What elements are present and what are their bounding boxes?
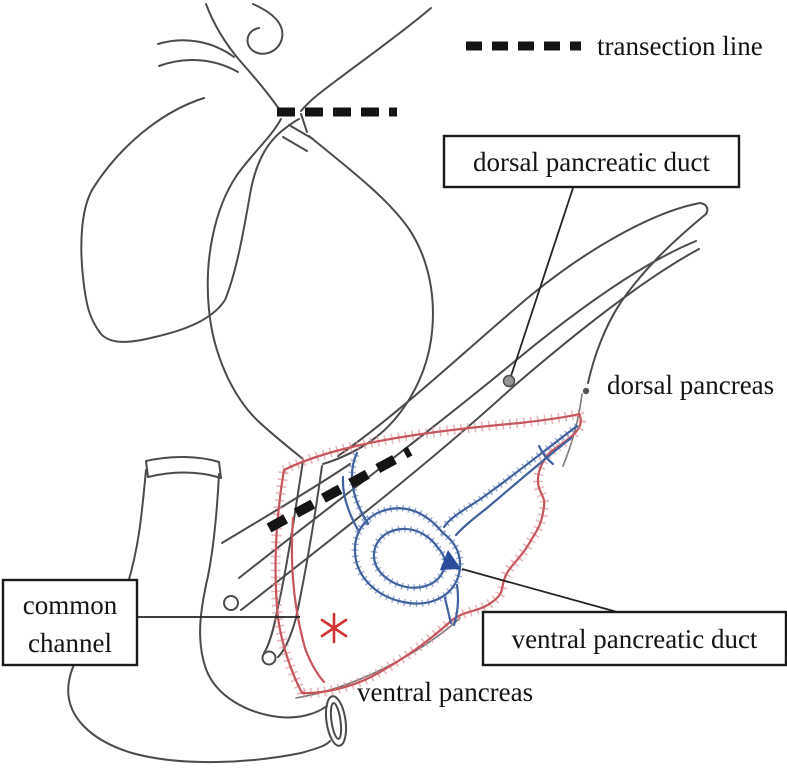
- major-papilla-circle: [261, 650, 277, 666]
- dorsal-duct-label: dorsal pancreatic duct: [473, 147, 710, 177]
- transection-lines: [266, 107, 413, 533]
- dorsal-duct-label-box: [442, 134, 741, 189]
- transection-line-lower: [266, 446, 413, 533]
- dorsal-pancreas-lower-edge: [587, 213, 707, 384]
- hepatic-junction-left: [240, 61, 280, 110]
- ventral-duct-label: ventral pancreatic duct: [512, 624, 758, 654]
- cystic-duct-line-1: [288, 124, 314, 140]
- common-channel-label-line2: channel: [28, 628, 112, 658]
- dorsal-edge-behind-ventral: [562, 393, 583, 467]
- ventral-outline-left: [274, 468, 304, 695]
- dorsal-pancreas-edge-dot: [582, 387, 590, 395]
- dorsal-pancreas-label: dorsal pancreas: [607, 370, 774, 400]
- duodenum-outer-wall: [67, 469, 331, 764]
- dorsal-pancreas-tip: [699, 202, 709, 215]
- leader-ventral-duct: [461, 568, 629, 616]
- dorsal-duct-upper-wall: [238, 240, 697, 579]
- ventral-duct-drawing: [341, 423, 580, 627]
- dorsal-duct-marker-dot: [502, 374, 516, 388]
- bile-duct-neck-right: [300, 113, 308, 133]
- ventral-duct-ring-inner: [372, 527, 446, 589]
- bile-duct-cyst-left: [206, 118, 304, 460]
- asterisk-stroke-3: [320, 618, 348, 638]
- asterisk-marker: [320, 612, 348, 644]
- ventral-pancreas-label: ventral pancreas: [357, 677, 533, 707]
- common-channel-label-line1: common: [23, 590, 118, 620]
- leader-lines: [137, 187, 629, 618]
- ventral-duct-arrowhead: [440, 550, 461, 570]
- ventral-duct-branch-left-2: [341, 475, 360, 532]
- common-channel-label-box: [1, 578, 139, 667]
- ventral-duct-branch-left-1: [350, 451, 370, 526]
- dorsal-pancreas-sketch: [221, 202, 709, 699]
- duodenum-rim-bottom: [147, 471, 222, 479]
- ventral-duct-ring-outer: [353, 507, 462, 605]
- ventral-duct-label-box: [481, 610, 787, 667]
- ventral-duct-main-upper: [442, 424, 579, 529]
- labels: dorsal pancreatic duct dorsal pancreas c…: [1, 134, 787, 707]
- ventral-outline-right: [300, 412, 582, 695]
- duodenum-inner-wall: [199, 473, 328, 719]
- hepatic-duct-branch-left-1: [157, 39, 235, 58]
- legend-label: transection line: [597, 31, 763, 61]
- ventral-duct-tail-1: [443, 596, 453, 625]
- ventral-inner-left-line: [290, 516, 326, 684]
- duodenum-rim-left: [145, 460, 149, 478]
- ventral-duct-stipple-ring-inner: [370, 525, 449, 592]
- duodenum-rim-right: [218, 461, 222, 479]
- gallbladder: [80, 97, 300, 343]
- hepatic-duct-branch-left-2: [158, 59, 239, 73]
- leader-dorsal-duct: [509, 187, 574, 380]
- ventral-duct-tail-2: [452, 583, 460, 627]
- duodenum-rim-top: [145, 455, 220, 463]
- dorsal-pancreas-head-edge: [221, 463, 351, 544]
- ventral-duct-main-lower: [454, 436, 573, 537]
- legend: transection line: [466, 31, 763, 61]
- duodenum-sketch: [67, 455, 348, 764]
- common-channel-left-wall: [263, 460, 304, 654]
- dorsal-pancreas-upper-edge: [337, 202, 701, 457]
- ventral-outline-top: [282, 412, 581, 472]
- hepatic-duct-branch-right: [300, 7, 432, 112]
- cystic-duct-loop: [246, 3, 284, 55]
- duodenum-cut-end: [324, 695, 348, 747]
- cystic-duct-line-2: [282, 136, 308, 152]
- dorsal-duct-lower-wall: [240, 248, 700, 611]
- hepatic-duct-branch-top: [205, 3, 242, 63]
- ventral-pancreas-outline: [270, 409, 586, 699]
- biliary-tree-sketch: [80, 3, 434, 465]
- minor-papilla-circle: [223, 595, 239, 611]
- bile-duct-cyst-right: [308, 135, 434, 465]
- ventral-duct-spur: [537, 444, 555, 466]
- duodenum-cut-end-inner: [329, 702, 343, 740]
